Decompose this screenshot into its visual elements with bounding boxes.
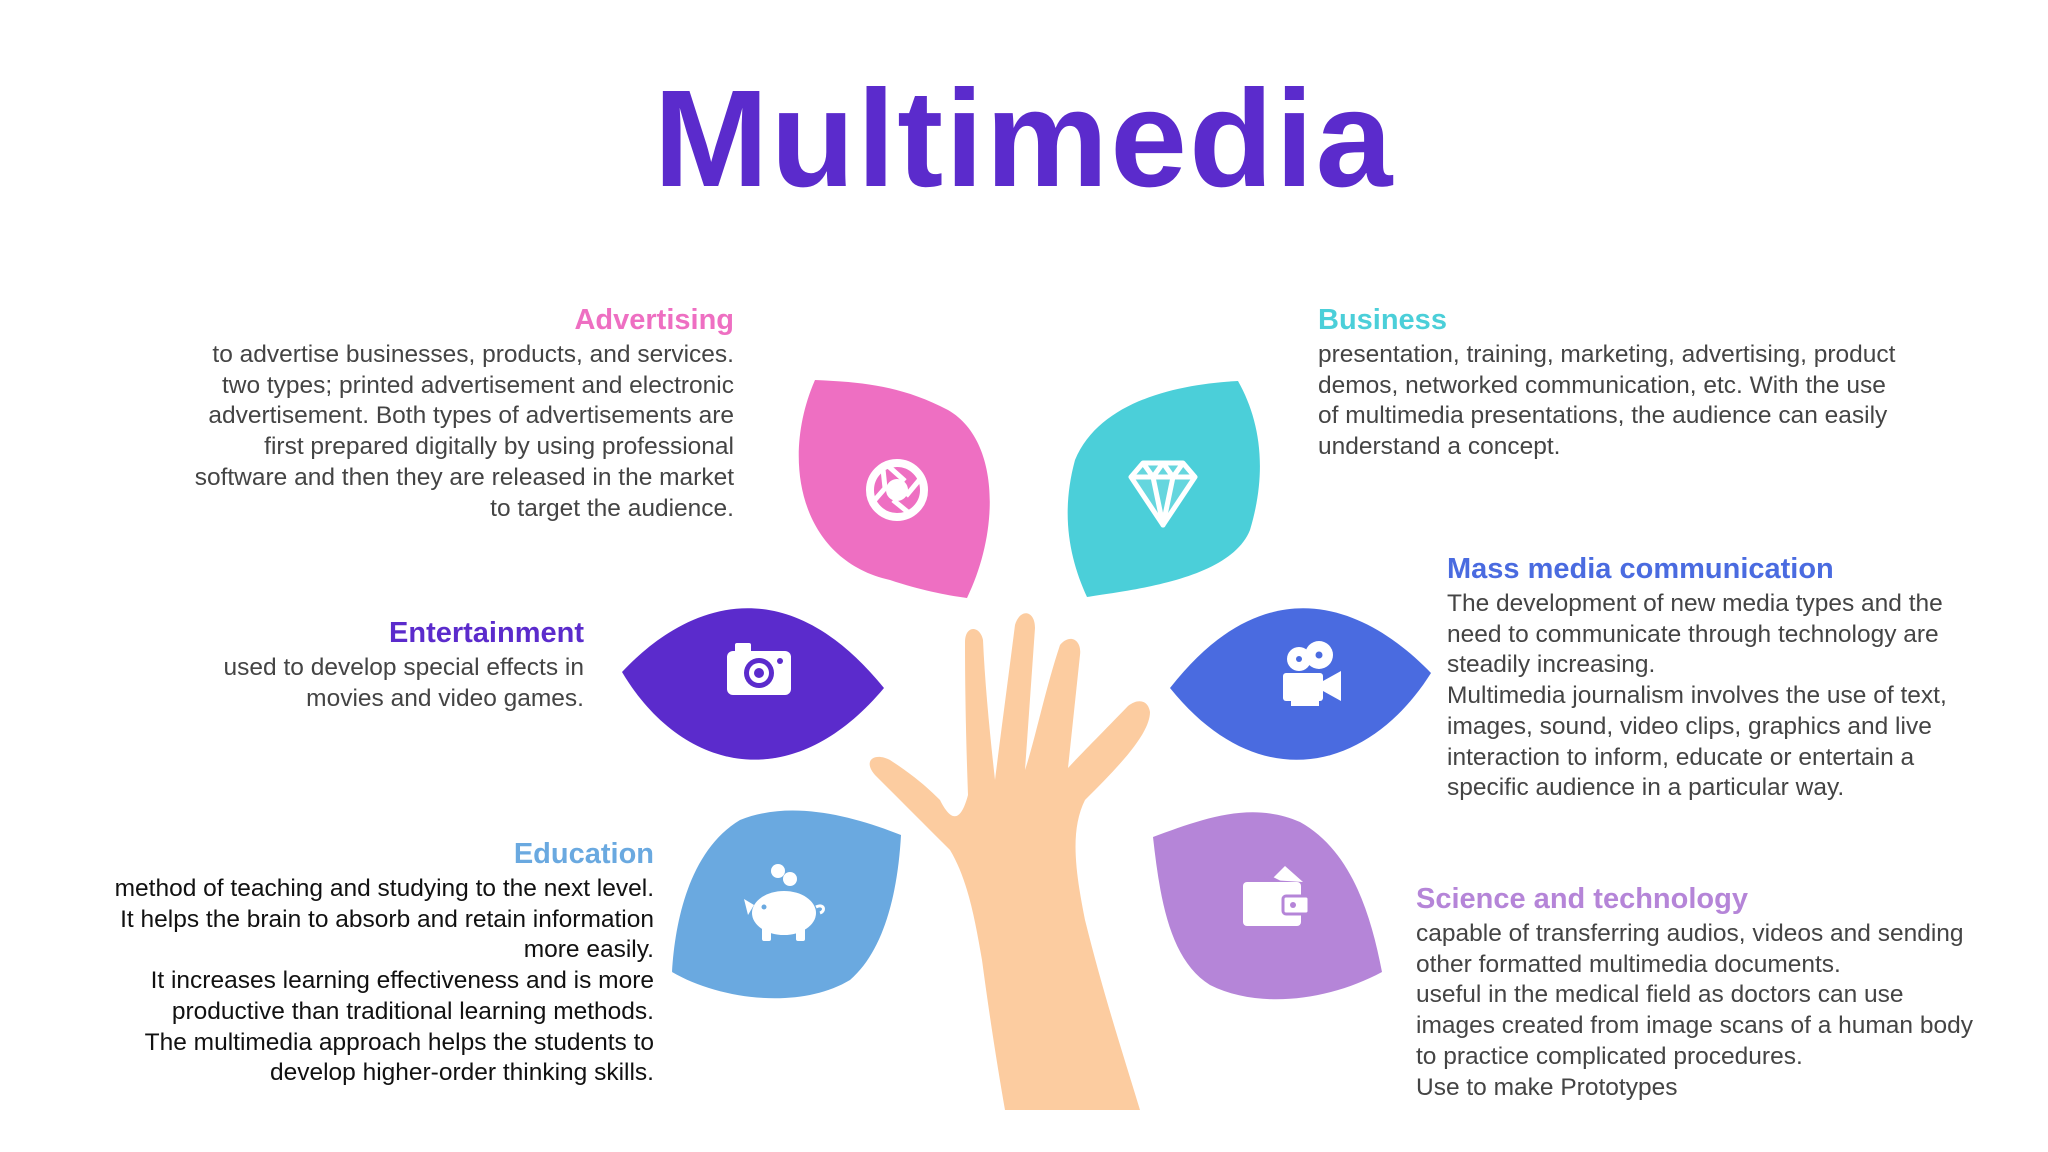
- section-text-line: two types; printed advertisement and ele…: [221, 371, 734, 399]
- section-heading: Science and technology: [1416, 883, 1748, 915]
- piggy-bank-icon: [744, 864, 825, 941]
- section-text-line: software and then they are released in t…: [194, 463, 734, 491]
- section-heading: Business: [1318, 304, 1447, 336]
- section-text-line: capable of transferring audios, videos a…: [1416, 920, 1964, 947]
- section-body: presentation, training, marketing, adver…: [1318, 340, 1958, 463]
- petal-business[interactable]: [1067, 381, 1260, 597]
- section-heading: Advertising: [574, 304, 734, 336]
- section-text-line: presentation, training, marketing, adver…: [1318, 341, 1896, 368]
- section-science: Science and technology capable of transf…: [1416, 881, 2016, 1103]
- section-text-line: demos, networked communication, etc. Wit…: [1318, 371, 1886, 399]
- section-business: Business presentation, training, marketi…: [1318, 302, 1958, 463]
- section-text-line: It helps the brain to absorb and retain …: [120, 905, 654, 933]
- section-text-line: It increases learning effectiveness and …: [150, 967, 654, 995]
- section-text-line: Multimedia journalism involves the use o…: [1447, 682, 1947, 710]
- section-body: capable of transferring audios, videos a…: [1416, 919, 2016, 1103]
- section-heading: Education: [513, 838, 654, 870]
- section-text-line: The multimedia approach helps the studen…: [144, 1028, 654, 1056]
- section-text-line: other formatted multimedia documents.: [1416, 950, 1841, 978]
- section-text-line: specific audience in a particular way.: [1447, 774, 1845, 802]
- section-text-line: useful in the medical field as doctors c…: [1416, 981, 1904, 1009]
- section-text-line: The development of new media types and t…: [1447, 590, 1943, 617]
- section-entertainment: Entertainment used to develop special ef…: [170, 615, 584, 714]
- section-text-line: to practice complicated procedures.: [1416, 1042, 1803, 1070]
- section-heading: Entertainment: [389, 617, 584, 649]
- section-text-line: more easily.: [523, 936, 654, 964]
- section-text-line: method of teaching and studying to the n…: [114, 875, 654, 902]
- section-text-line: to target the audience.: [490, 494, 734, 522]
- section-advertising: Advertising to advertise businesses, pro…: [130, 302, 734, 524]
- section-body: method of teaching and studying to the n…: [60, 874, 654, 1089]
- section-text-line: steadily increasing.: [1447, 651, 1656, 679]
- section-text-line: images, sound, video clips, graphics and…: [1447, 712, 1932, 740]
- section-mass-media: Mass media communication The development…: [1447, 551, 2007, 804]
- section-text-line: understand a concept.: [1318, 433, 1561, 461]
- section-body: The development of new media types and t…: [1447, 589, 2007, 804]
- section-education: Education method of teaching and studyin…: [60, 836, 654, 1089]
- section-text-line: images created from image scans of a hum…: [1416, 1012, 1973, 1040]
- section-heading: Mass media communication: [1447, 553, 1834, 585]
- section-text-line: Use to make Prototypes: [1416, 1073, 1678, 1101]
- camera-icon: [727, 643, 791, 695]
- section-body: used to develop special effects in movies…: [170, 653, 584, 714]
- diamond-icon: [1128, 460, 1198, 528]
- hand-illustration: [869, 613, 1150, 1110]
- section-text-line: movies and video games.: [306, 684, 584, 712]
- section-text-line: used to develop special effects in: [223, 654, 584, 681]
- section-text-line: need to communicate through technology a…: [1447, 620, 1939, 648]
- section-text-line: interaction to inform, educate or entert…: [1447, 743, 1915, 771]
- section-text-line: first prepared digitally by using profes…: [264, 433, 734, 461]
- section-text-line: of multimedia presentations, the audienc…: [1318, 402, 1888, 430]
- aperture-icon: [866, 459, 928, 521]
- section-text-line: productive than traditional learning met…: [171, 997, 654, 1025]
- section-text-line: to advertise businesses, products, and s…: [212, 341, 734, 368]
- section-body: to advertise businesses, products, and s…: [130, 340, 734, 524]
- film-projector-icon: [1283, 641, 1341, 706]
- wallet-icon: [1243, 866, 1311, 926]
- section-text-line: develop higher-order thinking skills.: [269, 1059, 654, 1087]
- page-title: Multimedia: [653, 62, 1395, 216]
- section-text-line: advertisement. Both types of advertiseme…: [208, 402, 734, 430]
